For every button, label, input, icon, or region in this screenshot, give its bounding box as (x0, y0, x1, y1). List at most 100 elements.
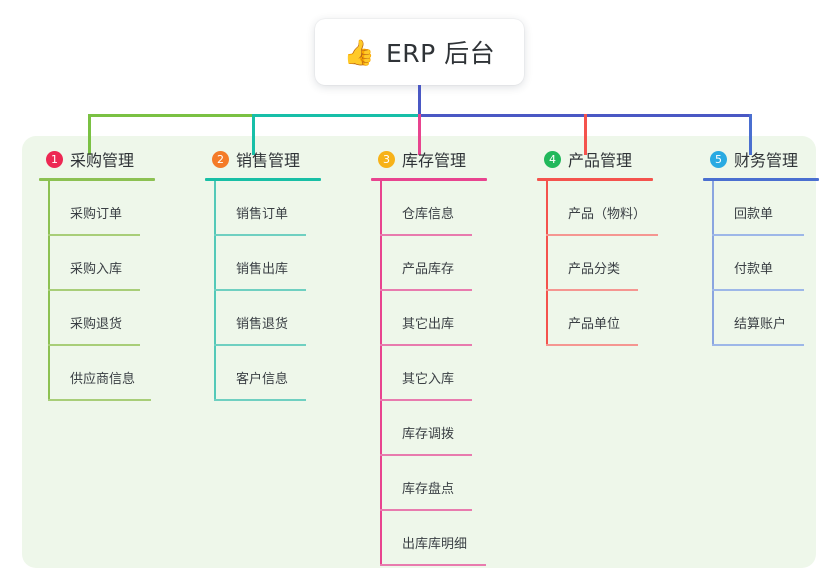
leaf-connector (380, 181, 382, 236)
leaf-label: 采购入库 (70, 262, 123, 277)
leaf-item[interactable]: 销售订单 (214, 181, 344, 236)
connector-bus-teal (252, 114, 419, 117)
leaf-connector (214, 236, 216, 291)
leaf-label: 库存盘点 (402, 482, 455, 497)
leaf-connector (380, 401, 382, 456)
leaf-item[interactable]: 产品分类 (546, 236, 678, 291)
leaf-label: 付款单 (734, 262, 774, 277)
branch-title: 销售管理 (236, 151, 301, 170)
branch-number-badge: 3 (378, 150, 395, 168)
leaf-underline (380, 234, 472, 236)
leaf-label: 销售退货 (236, 317, 289, 332)
leaf-item[interactable]: 库存调拨 (380, 401, 512, 456)
leaf-label: 客户信息 (236, 372, 289, 387)
leaf-label: 产品分类 (568, 262, 621, 277)
branch-column-product[interactable]: 4 产品管理 产品（物料） 产品分类 产品单位 (528, 147, 678, 346)
branch-column-sales[interactable]: 2 销售管理 销售订单 销售出库 销售退货 客户信息 (196, 147, 344, 401)
branch-title: 采购管理 (70, 151, 135, 170)
branch-header[interactable]: 5 财务管理 (694, 147, 839, 171)
leaf-underline (214, 399, 306, 401)
thumbs-up-icon: 👍 (343, 37, 375, 67)
connector-drop-col4 (584, 114, 587, 155)
leaf-underline (712, 344, 804, 346)
leaf-underline (214, 344, 306, 346)
leaf-connector (214, 181, 216, 236)
leaf-underline (48, 399, 151, 401)
leaf-label: 采购订单 (70, 207, 123, 222)
leaf-item[interactable]: 其它出库 (380, 291, 512, 346)
connector-drop-col5 (749, 114, 752, 155)
leaf-connector (712, 291, 714, 346)
branch-column-purchasing[interactable]: 1 采购管理 采购订单 采购入库 采购退货 供应商信息 (30, 147, 178, 401)
leaf-connector (214, 291, 216, 346)
connector-drop-col1 (88, 114, 91, 155)
leaf-item[interactable]: 其它入库 (380, 346, 512, 401)
leaf-item[interactable]: 采购入库 (48, 236, 178, 291)
branch-column-inventory[interactable]: 3 库存管理 仓库信息 产品库存 其它出库 其它入库 (362, 147, 512, 566)
leaf-connector (712, 236, 714, 291)
leaf-item[interactable]: 采购订单 (48, 181, 178, 236)
leaf-underline (380, 289, 472, 291)
connector-drop-col2 (252, 114, 255, 155)
branch-underline (39, 178, 155, 181)
branch-leaf-list: 仓库信息 产品库存 其它出库 其它入库 库存调拨 (362, 181, 512, 566)
branch-underline (537, 178, 653, 181)
leaf-item[interactable]: 销售退货 (214, 291, 344, 346)
branch-leaf-list: 销售订单 销售出库 销售退货 客户信息 (196, 181, 344, 401)
leaf-connector (546, 236, 548, 291)
connector-root-stem (418, 85, 421, 116)
leaf-underline (380, 564, 486, 566)
branch-leaf-list: 采购订单 采购入库 采购退货 供应商信息 (30, 181, 178, 401)
leaf-item[interactable]: 产品（物料） (546, 181, 678, 236)
branch-underline (703, 178, 819, 181)
leaf-item[interactable]: 库存盘点 (380, 456, 512, 511)
leaf-label: 其它入库 (402, 372, 455, 387)
leaf-item[interactable]: 回款单 (712, 181, 839, 236)
leaf-connector (380, 291, 382, 346)
leaf-connector (712, 181, 714, 236)
leaf-item[interactable]: 产品单位 (546, 291, 678, 346)
leaf-item[interactable]: 结算账户 (712, 291, 839, 346)
branch-header[interactable]: 4 产品管理 (528, 147, 678, 171)
leaf-item[interactable]: 销售出库 (214, 236, 344, 291)
leaf-label: 产品库存 (402, 262, 455, 277)
leaf-label: 回款单 (734, 207, 774, 222)
leaf-item[interactable]: 客户信息 (214, 346, 344, 401)
leaf-label: 销售出库 (236, 262, 289, 277)
leaf-connector (48, 346, 50, 401)
leaf-item[interactable]: 仓库信息 (380, 181, 512, 236)
root-node-title: ERP 后台 (385, 39, 496, 68)
leaf-item[interactable]: 付款单 (712, 236, 839, 291)
leaf-underline (380, 509, 472, 511)
leaf-label: 其它出库 (402, 317, 455, 332)
branch-title: 库存管理 (402, 151, 467, 170)
leaf-underline (712, 234, 804, 236)
branch-number-badge: 4 (544, 150, 561, 168)
root-node-erp-backend[interactable]: 👍 ERP 后台 (315, 19, 524, 85)
leaf-connector (380, 346, 382, 401)
branch-header[interactable]: 3 库存管理 (362, 147, 512, 171)
leaf-underline (48, 234, 140, 236)
leaf-item[interactable]: 采购退货 (48, 291, 178, 346)
branch-header[interactable]: 1 采购管理 (30, 147, 178, 171)
leaf-underline (48, 289, 140, 291)
leaf-connector (380, 456, 382, 511)
leaf-label: 供应商信息 (70, 372, 136, 387)
leaf-underline (546, 344, 638, 346)
connector-drop-col3 (418, 114, 421, 155)
leaf-label: 结算账户 (734, 317, 787, 332)
branch-header[interactable]: 2 销售管理 (196, 147, 344, 171)
leaf-item[interactable]: 产品库存 (380, 236, 512, 291)
leaf-underline (712, 289, 804, 291)
branch-underline (371, 178, 487, 181)
leaf-label: 销售订单 (236, 207, 289, 222)
leaf-item[interactable]: 出库库明细 (380, 511, 512, 566)
leaf-item[interactable]: 供应商信息 (48, 346, 178, 401)
branch-column-finance[interactable]: 5 财务管理 回款单 付款单 结算账户 (694, 147, 839, 346)
branch-number-badge: 5 (710, 150, 727, 168)
leaf-connector (48, 236, 50, 291)
leaf-underline (214, 289, 306, 291)
leaf-connector (48, 291, 50, 346)
leaf-underline (546, 234, 658, 236)
